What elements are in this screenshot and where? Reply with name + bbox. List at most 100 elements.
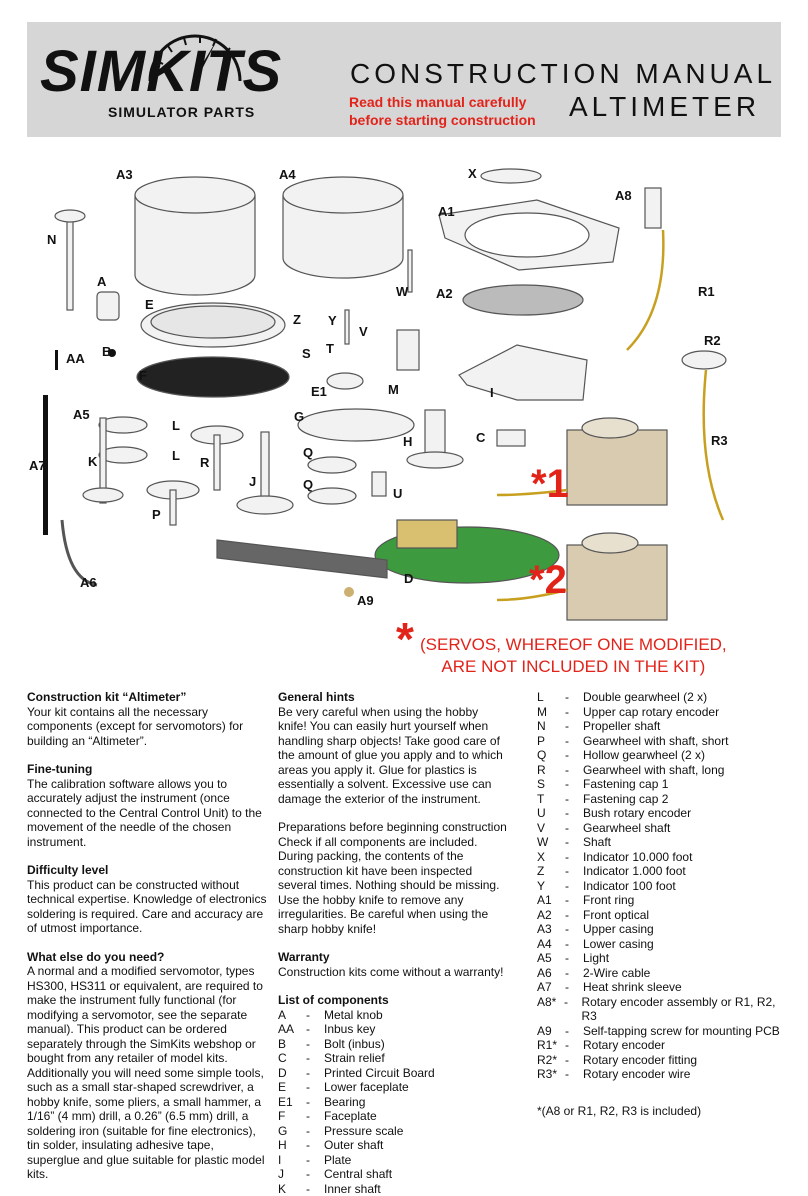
label-l2: L [172, 448, 180, 463]
label-c: C [476, 430, 485, 445]
component-name: Indicator 100 foot [583, 879, 676, 894]
dash: - [565, 1038, 583, 1053]
component-key: C [278, 1051, 306, 1066]
dash: - [306, 1008, 324, 1023]
dash: - [565, 763, 583, 778]
component-name: Upper cap rotary encoder [583, 705, 719, 720]
label-a1: A1 [438, 204, 455, 219]
component-key: R3* [537, 1067, 565, 1082]
component-name: Strain relief [324, 1051, 385, 1066]
warning-text: Read this manual carefully before starti… [349, 93, 536, 129]
dash: - [306, 1037, 324, 1052]
dash: - [565, 734, 583, 749]
component-name: Lower casing [583, 937, 654, 952]
component-key: P [537, 734, 565, 749]
label-h: H [403, 434, 412, 449]
list-item: A3-Upper casing [537, 922, 787, 937]
component-name: Rotary encoder fitting [583, 1053, 697, 1068]
component-key: W [537, 835, 565, 850]
list-item: Y-Indicator 100 foot [537, 879, 787, 894]
component-name: Hollow gearwheel (2 x) [583, 748, 705, 763]
column-hints: General hints Be very careful when using… [278, 690, 510, 1196]
component-name: Bearing [324, 1095, 365, 1110]
component-name: Rotary encoder wire [583, 1067, 690, 1082]
logo-subtitle: SIMULATOR PARTS [108, 104, 255, 120]
dash: - [565, 821, 583, 836]
kit-heading: Construction kit “Altimeter” [27, 690, 267, 705]
dash: - [306, 1153, 324, 1168]
list-item: Z-Indicator 1.000 foot [537, 864, 787, 879]
component-name: Pressure scale [324, 1124, 403, 1139]
component-key: R1* [537, 1038, 565, 1053]
component-key: A9 [537, 1024, 565, 1039]
list-item: AA-Inbus key [278, 1022, 510, 1037]
list-item: I-Plate [278, 1153, 510, 1168]
label-a4: A4 [279, 167, 296, 182]
list-item: E1-Bearing [278, 1095, 510, 1110]
label-a5: A5 [73, 407, 90, 422]
component-key: V [537, 821, 565, 836]
label-a9: A9 [357, 593, 374, 608]
component-key: A5 [537, 951, 565, 966]
list-item: D-Printed Circuit Board [278, 1066, 510, 1081]
list-item: M-Upper cap rotary encoder [537, 705, 787, 720]
dash: - [306, 1109, 324, 1124]
component-name: Rotary encoder assembly or R1, R2, R3 [581, 995, 787, 1024]
dash: - [565, 777, 583, 792]
dash: - [565, 879, 583, 894]
component-name: Rotary encoder [583, 1038, 665, 1053]
list-item: K-Inner shaft [278, 1182, 510, 1196]
component-key: A8* [537, 995, 564, 1024]
component-key: R2* [537, 1053, 565, 1068]
finetuning-text: The calibration software allows you to a… [27, 777, 267, 850]
component-key: S [537, 777, 565, 792]
warning-line-2: before starting construction [349, 111, 536, 129]
component-name: Propeller shaft [583, 719, 660, 734]
label-e: E [145, 297, 154, 312]
list-item: F-Faceplate [278, 1109, 510, 1124]
component-name: Bush rotary encoder [583, 806, 691, 821]
dash: - [306, 1138, 324, 1153]
label-a2: A2 [436, 286, 453, 301]
component-name: Fastening cap 1 [583, 777, 668, 792]
dash: - [565, 1067, 583, 1082]
manual-title: CONSTRUCTION MANUAL [350, 58, 776, 90]
label-q1: Q [303, 445, 313, 460]
label-a: A [97, 274, 106, 289]
dash: - [565, 966, 583, 981]
component-key: E1 [278, 1095, 306, 1110]
kit-text: Your kit contains all the necessary comp… [27, 705, 267, 749]
label-a7: A7 [29, 458, 46, 473]
component-key: R [537, 763, 565, 778]
list-item: C-Strain relief [278, 1051, 510, 1066]
list-item: L-Double gearwheel (2 x) [537, 690, 787, 705]
servo-2-number: 2 [545, 558, 567, 602]
dash: - [565, 937, 583, 952]
label-n: N [47, 232, 56, 247]
dash: - [565, 705, 583, 720]
dash: - [565, 1053, 583, 1068]
servo-note-line-2: ARE NOT INCLUDED IN THE KIT) [420, 656, 727, 678]
label-l1: L [172, 418, 180, 433]
label-k: K [88, 454, 97, 469]
component-key: T [537, 792, 565, 807]
component-key: A1 [537, 893, 565, 908]
label-w: W [396, 284, 408, 299]
component-key: L [537, 690, 565, 705]
list-item: A1-Front ring [537, 893, 787, 908]
component-name: Indicator 10.000 foot [583, 850, 692, 865]
list-item: J-Central shaft [278, 1167, 510, 1182]
dash: - [565, 1024, 583, 1039]
servo-2-marker: *2 [529, 558, 567, 603]
label-y: Y [328, 313, 337, 328]
dash: - [565, 850, 583, 865]
dash: - [565, 980, 583, 995]
label-v: V [359, 324, 368, 339]
component-list-1: A-Metal knob AA-Inbus key B-Bolt (inbus)… [278, 1008, 510, 1196]
list-item: A7-Heat shrink sleeve [537, 980, 787, 995]
label-aa: AA [66, 351, 85, 366]
dash: - [306, 1095, 324, 1110]
list-item: A-Metal knob [278, 1008, 510, 1023]
difficulty-text: This product can be constructed without … [27, 878, 267, 936]
exploded-parts-diagram [27, 160, 781, 680]
